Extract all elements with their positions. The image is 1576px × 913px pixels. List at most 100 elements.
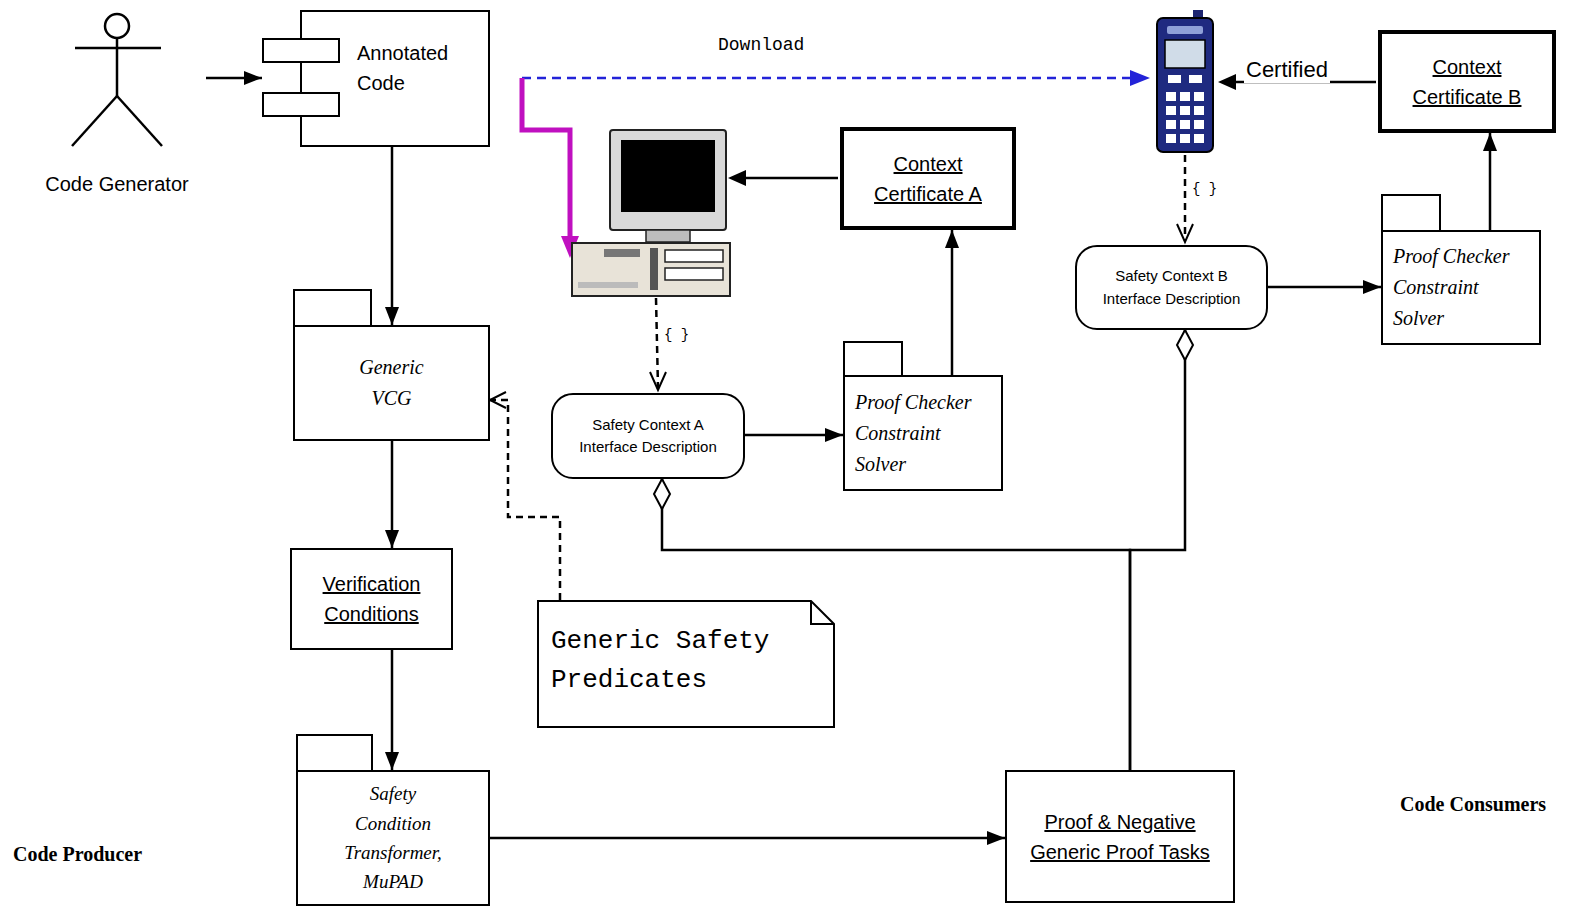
arrow-connector — [951, 230, 954, 375]
node-text: Verification Conditions — [302, 569, 442, 629]
package-tab — [1381, 194, 1441, 232]
mobile-phone — [1157, 10, 1213, 152]
node-text: Safety Condition Transformer, MuPAD — [334, 779, 452, 897]
phone-key — [1194, 134, 1204, 143]
phone-key — [1166, 92, 1176, 101]
arrow-connector — [206, 77, 262, 80]
case-detail — [578, 282, 638, 288]
arrow-connector — [391, 650, 394, 770]
actor-figure — [28, 8, 206, 158]
computer-panel — [604, 249, 640, 257]
note-fold — [811, 601, 834, 624]
interface-box: Safety Context A Interface Description — [551, 393, 745, 479]
object-box: Verification Conditions — [290, 548, 453, 650]
download-line — [522, 77, 1134, 80]
phone-screen — [1165, 40, 1205, 68]
node-text: Proof & Negative Generic Proof Tasks — [1020, 807, 1220, 867]
phone-key — [1194, 120, 1204, 129]
node-text: Safety Context B Interface Description — [1089, 265, 1254, 310]
connectors — [206, 78, 1490, 838]
arrow-label: Download — [718, 35, 804, 55]
arrow-connector — [745, 434, 843, 437]
node-text: Generic VCG — [346, 352, 438, 414]
monitor-frame — [610, 130, 726, 230]
dependency-line — [1184, 155, 1187, 240]
local-download-arrow — [522, 78, 579, 258]
phone-key — [1180, 134, 1190, 143]
phone-key — [1180, 92, 1190, 101]
actor-limb — [116, 38, 119, 96]
component-icon — [262, 92, 340, 117]
desktop-computer — [572, 130, 730, 296]
certificate-a-line — [742, 177, 838, 180]
component-box: Annotated Code — [262, 10, 490, 147]
node-text: Proof Checker Constraint Solver — [855, 387, 985, 480]
disk-drive — [665, 268, 723, 280]
arrow-connector — [490, 400, 560, 600]
phone-key — [1194, 92, 1204, 101]
phone-key — [1194, 106, 1204, 115]
note-box: Generic Safety Predicates — [537, 600, 835, 728]
download-arrow — [522, 70, 1150, 86]
package-tab — [296, 734, 373, 772]
package-box: Generic VCG — [293, 325, 490, 441]
phone-key — [1180, 120, 1190, 129]
certificate-a-arrowhead — [728, 170, 746, 186]
package-tab — [293, 289, 372, 327]
monitor-screen — [621, 140, 715, 212]
node-text: Generic Safety Predicates — [551, 622, 813, 700]
arrow-connector — [391, 147, 394, 325]
node-text: Safety Context A Interface Description — [566, 414, 731, 459]
monitor-stand — [646, 230, 690, 242]
phone-key — [1166, 134, 1176, 143]
aggregation-connector — [1130, 330, 1185, 770]
arrow-connector — [1268, 286, 1381, 289]
note-outline — [537, 600, 835, 728]
dependency-label: { } — [1192, 181, 1217, 197]
node-text: Proof Checker Constraint Solver — [1393, 241, 1523, 334]
certificate-b-arrowhead — [1218, 74, 1236, 90]
node-text: Context Certificate A — [853, 149, 1003, 209]
dependency-arrowhead — [1177, 224, 1193, 242]
arrow-label: Certified — [1244, 57, 1330, 83]
arrow-connector — [1489, 133, 1492, 230]
actor-limb — [72, 96, 117, 146]
computer-case — [572, 243, 730, 296]
dependency-label: { } — [664, 327, 689, 343]
dependency-arrowhead — [650, 372, 666, 390]
node-text: Code Generator — [45, 172, 188, 196]
phone-speaker — [1167, 26, 1203, 34]
object-box: Proof & Negative Generic Proof Tasks — [1005, 770, 1235, 903]
package-tab — [843, 341, 903, 377]
actor-limb — [117, 96, 162, 146]
role-label: Code Producer — [13, 843, 142, 866]
disk-drive — [665, 250, 723, 262]
phone-body — [1157, 18, 1213, 152]
arrow-connector — [490, 837, 1005, 840]
note-shape — [538, 601, 834, 727]
package-box: Safety Condition Transformer, MuPAD — [296, 770, 490, 906]
phone-key — [1168, 75, 1181, 83]
certificate-box: Context Certificate A — [840, 127, 1016, 230]
phone-key — [1166, 106, 1176, 115]
dependency-arrow — [1177, 155, 1193, 242]
component-icon — [262, 38, 340, 63]
certificate-a-arrow — [728, 170, 838, 186]
role-label: Code Consumers — [1400, 793, 1546, 816]
dependency-arrow — [650, 298, 666, 390]
arrow-connector — [391, 441, 394, 548]
phone-key — [1166, 120, 1176, 129]
case-detail — [650, 248, 658, 290]
phone-key — [1189, 75, 1202, 83]
node-text: Context Certificate B — [1392, 52, 1542, 112]
certificate-box: Context Certificate B — [1378, 30, 1556, 133]
interface-box: Safety Context B Interface Description — [1075, 245, 1268, 330]
dependency-line — [656, 298, 658, 388]
package-box: Proof Checker Constraint Solver — [843, 375, 1003, 491]
phone-key — [1180, 106, 1190, 115]
actor-head — [105, 14, 129, 38]
actor: Code Generator — [28, 8, 206, 200]
